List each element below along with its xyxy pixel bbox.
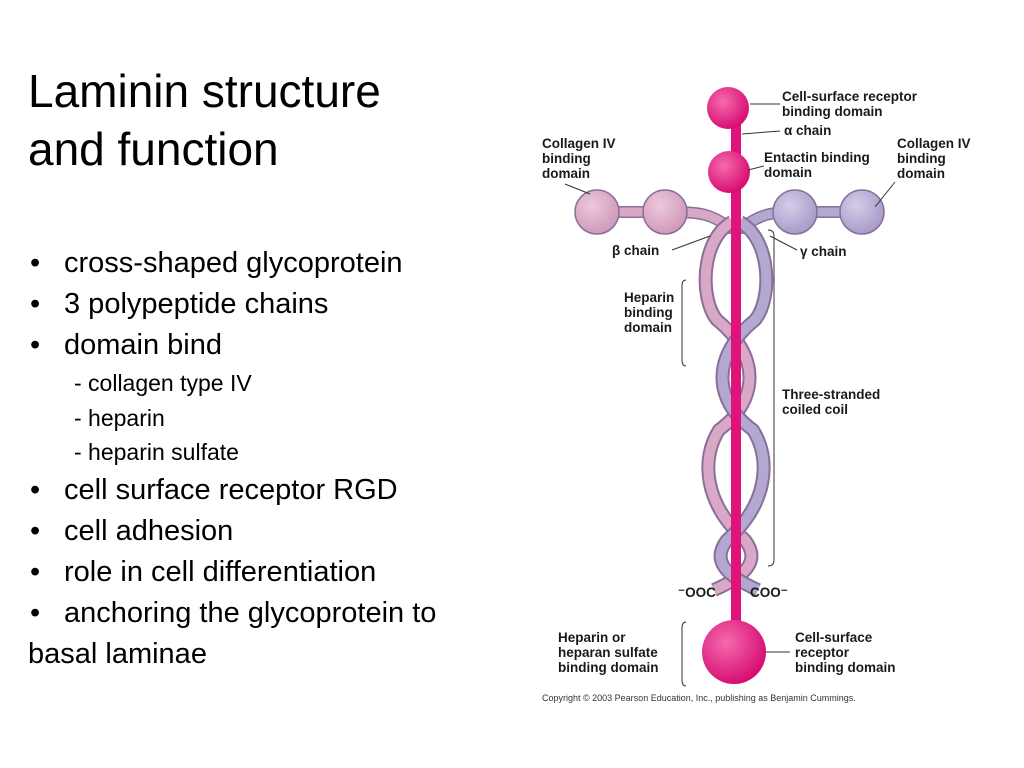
copyright-note: Copyright © 2003 Pearson Education, Inc.… — [542, 693, 856, 703]
label-alpha-chain: α chain — [784, 123, 831, 138]
bullet-text: cross-shaped glycoprotein — [64, 247, 403, 279]
bullet-dot: • — [30, 247, 41, 279]
bullet-dot: • — [30, 514, 41, 547]
gamma-globule-inner — [772, 189, 818, 235]
bullet-item: • cross-shaped glycoprotein — [28, 243, 518, 284]
bullet-text: 3 polypeptide chains — [64, 288, 329, 320]
sub-bullet-item: - heparin sulfate — [28, 435, 518, 470]
title-line: and function — [28, 123, 279, 175]
label-coo: COO⁻ — [750, 585, 788, 600]
bullet-text: cell adhesion — [64, 514, 234, 547]
bullet-text: - heparin sulfate — [74, 439, 239, 465]
bullet-item: basal laminae — [28, 634, 518, 675]
bullet-item: • role in cell differentiation — [28, 552, 518, 593]
bullet-text: role in cell differentiation — [64, 555, 377, 588]
bullet-text: - heparin — [74, 404, 165, 431]
alpha-globule-bottom — [702, 620, 766, 684]
bullet-text: domain bind — [64, 329, 222, 361]
beta-strand — [700, 217, 757, 595]
beta-globule-inner — [642, 189, 688, 235]
bullet-list: • cross-shaped glycoprotein • 3 polypeptide… — [28, 243, 518, 675]
bullet-dot: • — [30, 473, 41, 506]
sub-bullet-item: - collagen type IV — [28, 366, 518, 401]
label-ooc: ⁻OOC — [678, 585, 716, 600]
leader-lines — [564, 103, 896, 687]
title-line: Laminin structure — [28, 65, 381, 117]
bullet-dot: • — [30, 329, 41, 361]
gamma-arm — [736, 189, 885, 235]
coiled-coil — [698, 215, 774, 597]
bullet-dot: • — [30, 555, 41, 588]
bullet-item: • domain bind — [28, 325, 518, 366]
bullet-text: basal laminae — [28, 637, 207, 670]
alpha-globule-top — [707, 87, 749, 129]
bullet-text: cell surface receptor RGD — [64, 473, 398, 506]
bullet-item: • cell surface receptor RGD — [28, 470, 518, 511]
alpha-chain — [702, 87, 766, 684]
bullet-item: • anchoring the glycoprotein to — [28, 593, 518, 634]
label-gamma-chain: γ chain — [800, 244, 847, 259]
gamma-globule-outer — [839, 189, 885, 235]
alpha-globule-middle — [708, 151, 750, 193]
bullet-text: anchoring the glycoprotein to — [64, 596, 437, 629]
bullet-item: • cell adhesion — [28, 511, 518, 552]
beta-arm — [574, 189, 736, 235]
beta-globule-outer — [574, 189, 620, 235]
bullet-dot: • — [30, 288, 41, 320]
bullet-text: - collagen type IV — [74, 370, 252, 396]
bullet-item: • 3 polypeptide chains — [28, 284, 518, 325]
gamma-strand — [715, 217, 772, 595]
label-beta-chain: β chain — [612, 243, 659, 258]
slide-title: Laminin structure and function — [28, 62, 498, 178]
sub-bullet-item: - heparin — [28, 401, 518, 436]
bullet-dot: • — [30, 596, 41, 629]
